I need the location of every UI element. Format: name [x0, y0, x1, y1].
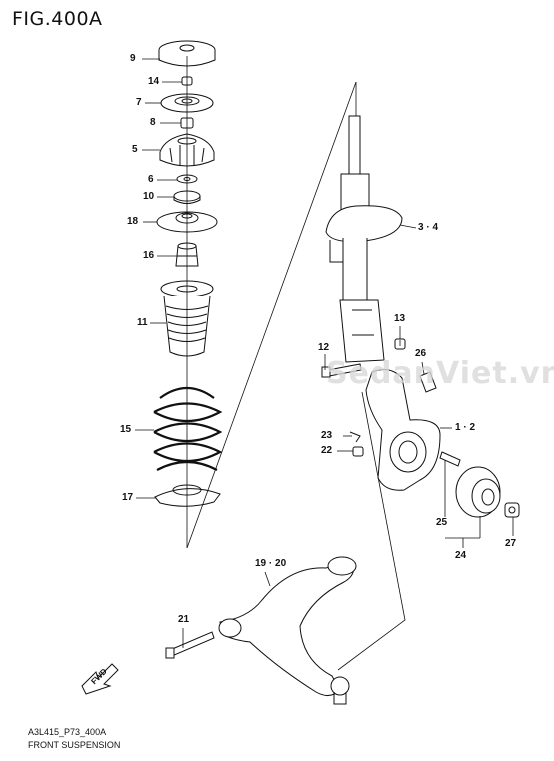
figure-code: A3L415_P73_400A	[28, 727, 107, 737]
leader-lines	[135, 58, 514, 648]
part-hub-bolt-25	[439, 451, 461, 467]
figure-caption: FRONT SUSPENSION	[28, 740, 121, 750]
callout-p1920: 19 · 20	[255, 558, 287, 569]
callout-p15: 15	[120, 424, 132, 435]
callout-p18: 18	[127, 216, 139, 227]
callout-p16: 16	[143, 250, 155, 261]
callout-p6: 6	[148, 174, 154, 185]
part-bolt-12	[321, 363, 362, 378]
figure-title: FIG.400A	[12, 8, 103, 30]
part-strut-assembly	[325, 115, 403, 363]
callout-p9: 9	[130, 53, 136, 64]
callout-p17: 17	[122, 492, 134, 503]
part-wheel-hub	[455, 466, 501, 518]
callout-p22: 22	[321, 445, 333, 456]
callout-p21: 21	[178, 614, 190, 625]
part-nut-22	[352, 446, 364, 457]
part-steering-knuckle	[365, 369, 441, 491]
part-hub-nut-27	[504, 502, 520, 518]
callout-p12: 12	[318, 342, 330, 353]
callout-p25: 25	[436, 517, 448, 528]
part-clip-23	[349, 431, 361, 443]
callout-p34: 3 · 4	[418, 222, 439, 233]
fwd-arrow-icon	[81, 663, 119, 695]
callout-p7: 7	[136, 97, 142, 108]
watermark-text: SedanViet.vn	[326, 356, 554, 391]
assembly-guide-lines	[186, 56, 406, 671]
callout-p27: 27	[505, 538, 517, 549]
callout-p8: 8	[150, 117, 156, 128]
part-bolt-26	[419, 371, 437, 393]
callout-p10: 10	[143, 191, 155, 202]
callout-p14: 14	[148, 76, 160, 87]
callout-p13: 13	[394, 313, 406, 324]
part-bolt-21	[165, 631, 215, 659]
callout-p24: 24	[455, 550, 467, 561]
part-lower-control-arm	[218, 556, 357, 705]
callout-p11: 11	[137, 317, 148, 328]
callout-p12b: 1 · 2	[455, 422, 476, 433]
callout-p23: 23	[321, 430, 333, 441]
part-spring-seat-lower	[154, 484, 221, 507]
callout-p26: 26	[415, 348, 427, 359]
callout-p5: 5	[132, 144, 138, 155]
